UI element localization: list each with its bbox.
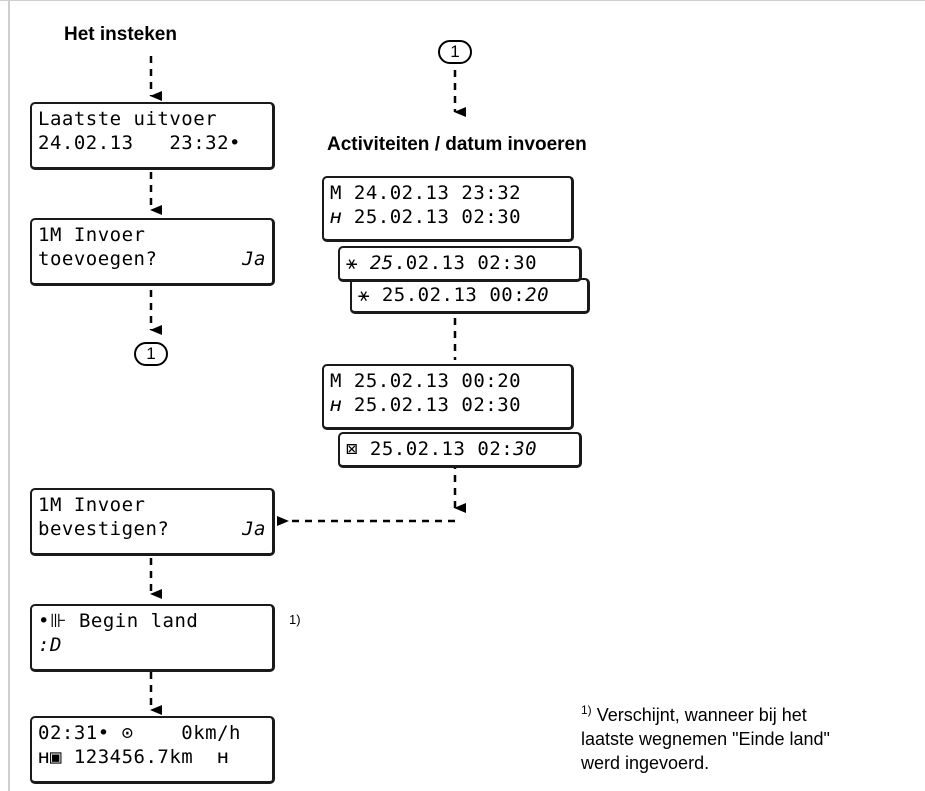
display-standard-line1: 02:31• ⊙ 0km/h bbox=[38, 722, 241, 744]
stack1-display-main: M 24.02.13 23:32 ʜ 25.02.13 02:30 bbox=[322, 176, 574, 242]
stack2-row-2-date: 25.02.13 bbox=[353, 394, 450, 416]
stack2-row-1-date: 25.02.13 bbox=[353, 370, 450, 392]
stack1-display-3: ⚹ 25.02.13 02:30 bbox=[338, 246, 582, 282]
stack1-row-4-time-edit: 20 bbox=[525, 284, 550, 306]
stack1-row-2: ʜ 25.02.13 02:30 bbox=[330, 205, 565, 229]
yes-option: Ja bbox=[242, 518, 266, 540]
display-last-out-line2: 24.02.13 23:32• bbox=[38, 132, 241, 154]
stack1-row-1-time: 23:32 bbox=[461, 182, 522, 204]
display-last-out-line1: Laatste uitvoer bbox=[38, 108, 218, 130]
stack1-row-4: ⚹ 25.02.13 00:20 bbox=[358, 283, 581, 307]
display-confirm-line2: bevestigen? Ja bbox=[38, 517, 266, 541]
connector-1-right: 1 bbox=[438, 40, 472, 64]
stack1-row-1-date: 24.02.13 bbox=[353, 182, 450, 204]
stack2-row-2-time: 02:30 bbox=[461, 394, 522, 416]
stack2-row-3: ⊠ 25.02.13 02:30 bbox=[346, 437, 573, 461]
begin-country-label: Begin land bbox=[78, 610, 199, 632]
stack1-row-4-date: 25.02.13 bbox=[381, 284, 478, 306]
frame-left-border bbox=[8, 0, 10, 791]
stack1-row-1: M 24.02.13 23:32 bbox=[330, 181, 565, 205]
stack2-display-3: ⊠ 25.02.13 02:30 bbox=[338, 432, 582, 468]
stack2-row-3-time: 02: bbox=[477, 438, 514, 460]
heading-insert: Het insteken bbox=[64, 24, 177, 45]
display-standard: 02:31• ⊙ 0km/h ʜ▣ 123456.7km ʜ bbox=[30, 716, 275, 784]
connector-1-left: 1 bbox=[134, 342, 168, 366]
display-confirm-entry: 1M Invoer bevestigen? Ja bbox=[30, 488, 275, 556]
begin-country-icon: •⊪ bbox=[38, 610, 67, 632]
stack1-row-3: ⚹ 25.02.13 02:30 bbox=[346, 251, 573, 275]
footnote-text: 1) Verschijnt, wanneer bij het laatste w… bbox=[581, 698, 830, 775]
display-add-entry: 1M Invoer toevoegen?Ja bbox=[30, 218, 275, 286]
display-begin-line1: •⊪ Begin land bbox=[38, 609, 266, 633]
display-begin-country: •⊪ Begin land :D bbox=[30, 604, 275, 672]
stack2-row-1: M 25.02.13 00:20 bbox=[330, 369, 565, 393]
display-standard-line2: ʜ▣ 123456.7km ʜ bbox=[38, 746, 230, 768]
stack1-row-3-date: .02.13 bbox=[393, 252, 466, 274]
display-add-entry-line1: 1M Invoer bbox=[38, 224, 146, 246]
bullet-icon: • bbox=[229, 132, 241, 154]
heading-activities: Activiteiten / datum invoeren bbox=[327, 134, 587, 155]
stack2-row-1-time: 00:20 bbox=[461, 370, 522, 392]
confirm-question: bevestigen? bbox=[38, 518, 170, 540]
bed-icon: ʜ bbox=[330, 394, 342, 416]
stack2-row-2: ʜ 25.02.13 02:30 bbox=[330, 393, 565, 417]
bed-icon: ʜ bbox=[330, 206, 342, 228]
footnote-line1: Verschijnt, wanneer bij het bbox=[596, 705, 807, 725]
display-add-entry-line2: toevoegen?Ja bbox=[38, 248, 266, 270]
display-last-out: Laatste uitvoer 24.02.13 23:32• bbox=[30, 102, 275, 170]
break-icon: ⚹ bbox=[358, 284, 370, 306]
stack1-display-4: ⚹ 25.02.13 00:20 bbox=[350, 278, 590, 314]
frame-top-border bbox=[0, 0, 925, 1]
stack2-row-3-time-edit: 30 bbox=[513, 438, 538, 460]
stack1-row-3-date-edit: 25 bbox=[369, 252, 394, 274]
footnote-line3: werd ingevoerd. bbox=[581, 753, 710, 773]
stack1-row-2-time: 02:30 bbox=[461, 206, 522, 228]
footnote-marker: 1) bbox=[289, 612, 301, 627]
manual-entry-icon: M bbox=[330, 370, 342, 392]
display-confirm-line1: 1M Invoer bbox=[38, 494, 146, 516]
footnote-text-marker: 1) bbox=[581, 703, 592, 717]
break-icon: ⚹ bbox=[346, 252, 358, 274]
manual-entry-icon: M bbox=[330, 182, 342, 204]
availability-icon: ⊠ bbox=[346, 438, 358, 460]
stack1-row-2-date: 25.02.13 bbox=[353, 206, 450, 228]
stack1-row-3-time: 02:30 bbox=[477, 252, 538, 274]
yes-option: Ja bbox=[242, 248, 266, 270]
stack1-row-4-time: 00: bbox=[489, 284, 526, 306]
display-begin-line2: :D bbox=[38, 634, 62, 656]
stack2-display-main: M 25.02.13 00:20 ʜ 25.02.13 02:30 bbox=[322, 364, 574, 430]
stack2-row-3-date: 25.02.13 bbox=[369, 438, 466, 460]
footnote-line2: laatste wegnemen "Einde land" bbox=[581, 729, 830, 749]
